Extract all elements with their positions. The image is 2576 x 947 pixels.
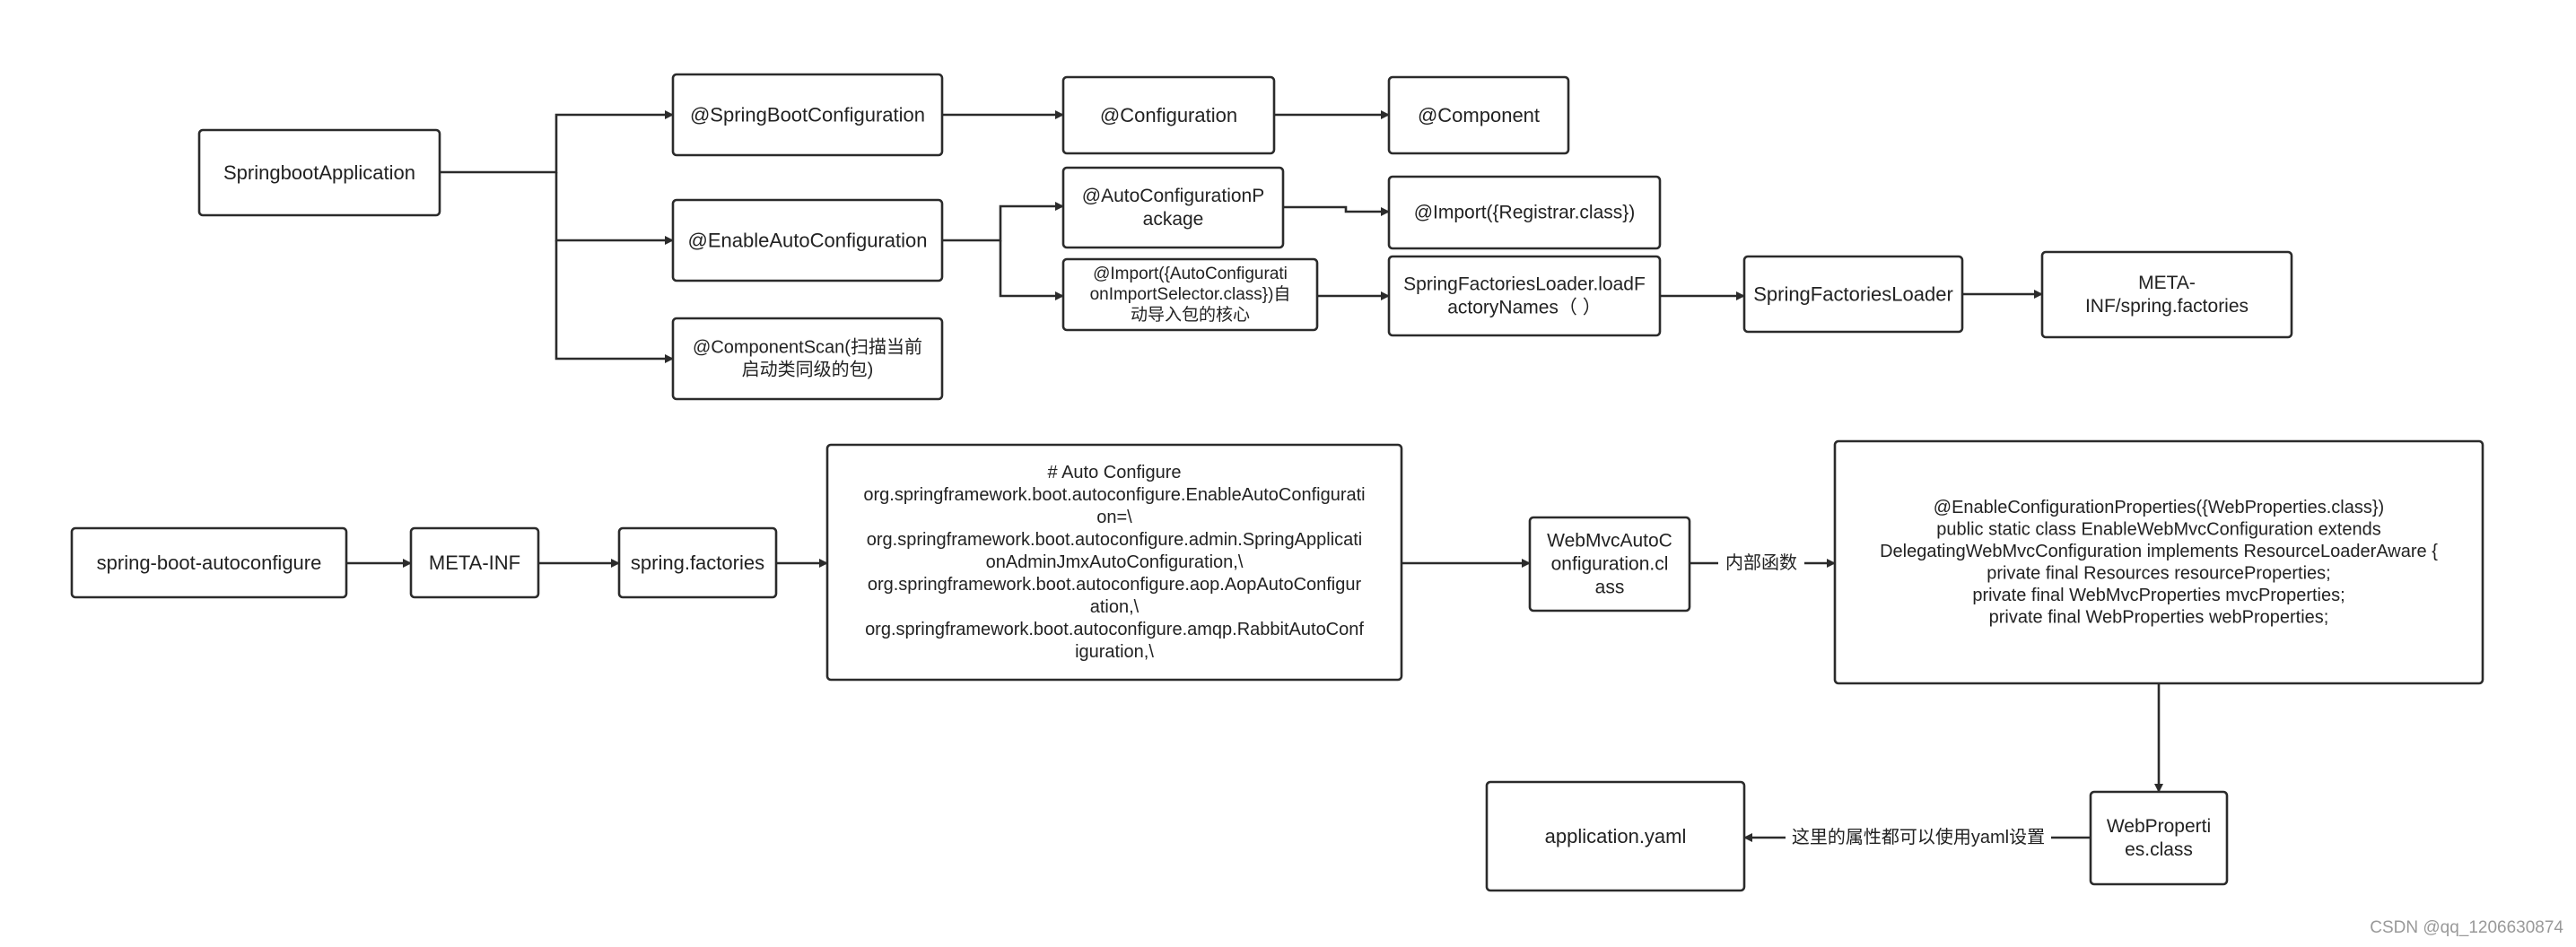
connector-arrow bbox=[554, 240, 674, 363]
node-text-line: DelegatingWebMvcConfiguration implements… bbox=[1880, 542, 2438, 561]
node-enable-auto-configuration: @EnableAutoConfiguration bbox=[671, 198, 944, 282]
node-auto-configuration-package: @AutoConfigurationP ackage bbox=[1061, 166, 1285, 249]
node-text-line: private final Resources resourceProperti… bbox=[1987, 563, 2331, 583]
node-text-line: WebProperti bbox=[2107, 816, 2211, 837]
node-application-yaml: application.yaml bbox=[1485, 780, 1746, 892]
node-box bbox=[1061, 75, 1276, 155]
node-text-line: INF/spring.factories bbox=[2085, 296, 2249, 317]
node-component: @Component bbox=[1387, 75, 1570, 155]
node-meta-inf: META-INF bbox=[409, 526, 540, 599]
nodes: SpringbootApplication @SpringBootConfigur… bbox=[70, 73, 2484, 892]
node-text-line: actoryNames（ ） bbox=[1447, 298, 1602, 318]
node-text-line: ackage bbox=[1143, 209, 1204, 230]
node-spring-boot-autoconfigure: spring-boot-autoconfigure bbox=[70, 526, 348, 599]
node-box bbox=[1387, 255, 1662, 337]
node-box bbox=[1485, 780, 1746, 892]
node-springboot-application: SpringbootApplication bbox=[197, 128, 441, 217]
node-text-line: ation,\ bbox=[1090, 597, 1140, 617]
node-text-line: onImportSelector.class})自 bbox=[1090, 284, 1291, 304]
node-text-line: @EnableAutoConfiguration bbox=[688, 230, 928, 252]
node-text-line: 动导入包的核心 bbox=[1131, 305, 1250, 325]
node-text-line: 启动类同级的包) bbox=[742, 360, 874, 380]
node-box bbox=[1833, 439, 2484, 685]
node-text-line: spring.factories bbox=[631, 552, 764, 574]
node-text-line: spring-boot-autoconfigure bbox=[97, 552, 322, 574]
edge-label-background bbox=[1786, 824, 2051, 851]
node-text-line: SpringFactoriesLoader.loadF bbox=[1403, 274, 1646, 295]
edge-label-background bbox=[1718, 550, 1804, 577]
edge-label-internal-function: 内部函数 bbox=[1718, 550, 1804, 577]
node-box bbox=[197, 128, 441, 217]
node-box bbox=[2089, 790, 2229, 886]
node-text-line: SpringFactoriesLoader bbox=[1753, 283, 1953, 306]
node-configuration: @Configuration bbox=[1061, 75, 1276, 155]
node-text-line: es.class bbox=[2125, 839, 2193, 860]
node-text-line: @Import({Registrar.class}) bbox=[1414, 203, 1636, 223]
node-box bbox=[1528, 516, 1691, 613]
node-box bbox=[671, 317, 944, 401]
node-text-line: META-INF bbox=[429, 552, 520, 574]
node-text-line: WebMvcAutoC bbox=[1547, 531, 1672, 552]
node-text-line: org.springframework.boot.autoconfigure.E… bbox=[863, 485, 1365, 505]
node-box bbox=[70, 526, 348, 599]
connector-arrow bbox=[999, 240, 1064, 300]
node-text-line: @Import({AutoConfigurati bbox=[1093, 265, 1288, 283]
node-text-line: org.springframework.boot.autoconfigure.a… bbox=[868, 575, 1362, 595]
node-meta-inf-spring-factories: META- INF/spring.factories bbox=[2040, 250, 2293, 339]
node-box bbox=[671, 198, 944, 282]
node-text-line: @ComponentScan(扫描当前 bbox=[693, 337, 922, 358]
node-import-selector: @Import({AutoConfigurationImportSelector… bbox=[1061, 257, 1319, 332]
node-text-line: private final WebProperties webPropertie… bbox=[1989, 607, 2329, 627]
node-text-line: SpringbootApplication bbox=[223, 161, 415, 184]
node-text-line: application.yaml bbox=[1545, 825, 1687, 847]
node-text-line: org.springframework.boot.autoconfigure.a… bbox=[865, 620, 1364, 639]
node-import-registrar: @Import({Registrar.class}) bbox=[1387, 175, 1662, 250]
node-text-line: META- bbox=[2138, 273, 2196, 293]
node-box bbox=[1061, 166, 1285, 249]
node-text-line: on=\ bbox=[1096, 508, 1132, 527]
node-load-factory-names: SpringFactoriesLoader.loadF actoryNames（ … bbox=[1387, 255, 1662, 337]
node-spring-factories-loader: SpringFactoriesLoader bbox=[1742, 255, 1964, 334]
node-box bbox=[2040, 250, 2293, 339]
connector-arrow bbox=[554, 172, 674, 245]
node-text-line: @SpringBootConfiguration bbox=[690, 104, 925, 126]
node-box bbox=[1061, 257, 1319, 332]
node-text-line: private final WebMvcProperties mvcProper… bbox=[1972, 586, 2345, 605]
node-text-line: @Configuration bbox=[1100, 104, 1237, 126]
node-box bbox=[1387, 175, 1662, 250]
node-text-line: iguration,\ bbox=[1075, 642, 1154, 662]
connector-arrow bbox=[440, 110, 674, 174]
node-text-line: ass bbox=[1595, 578, 1625, 598]
node-text-line: @Component bbox=[1418, 104, 1540, 126]
edge-label-text: 这里的属性都可以使用yaml设置 bbox=[1792, 827, 2045, 847]
node-text-line: # Auto Configure bbox=[1048, 463, 1182, 482]
node-web-properties-class: WebProperties.class bbox=[2089, 790, 2229, 886]
node-box bbox=[617, 526, 778, 599]
node-text-line: @EnableConfigurationProperties({WebPrope… bbox=[1934, 498, 2384, 517]
node-box bbox=[825, 443, 1403, 682]
edge-label-yaml-configurable: 这里的属性都可以使用yaml设置 bbox=[1786, 824, 2051, 851]
node-text-line: public static class EnableWebMvcConfigur… bbox=[1936, 519, 2380, 539]
node-box bbox=[1387, 75, 1570, 155]
node-box bbox=[409, 526, 540, 599]
node-auto-configure-list: # Auto Configure org.springframework.boot… bbox=[825, 443, 1403, 682]
node-springboot-configuration: @SpringBootConfiguration bbox=[671, 73, 944, 157]
connector-arrow bbox=[942, 202, 1064, 242]
connector-arrow bbox=[1283, 205, 1390, 216]
node-spring-factories: spring.factories bbox=[617, 526, 778, 599]
edge-label-text: 内部函数 bbox=[1725, 552, 1797, 573]
watermark: CSDN @qq_1206630874 bbox=[2370, 918, 2563, 937]
node-text-line: onfiguration.cl bbox=[1551, 554, 1669, 575]
node-text-line: onAdminJmxAutoConfiguration,\ bbox=[986, 552, 1244, 572]
node-box bbox=[1742, 255, 1964, 334]
node-enable-webmvc-configuration: @EnableConfigurationProperties({WebPrope… bbox=[1833, 439, 2484, 685]
node-box bbox=[671, 73, 944, 157]
node-text-line: org.springframework.boot.autoconfigure.a… bbox=[867, 530, 1363, 550]
node-text-line: @AutoConfigurationP bbox=[1082, 186, 1264, 206]
